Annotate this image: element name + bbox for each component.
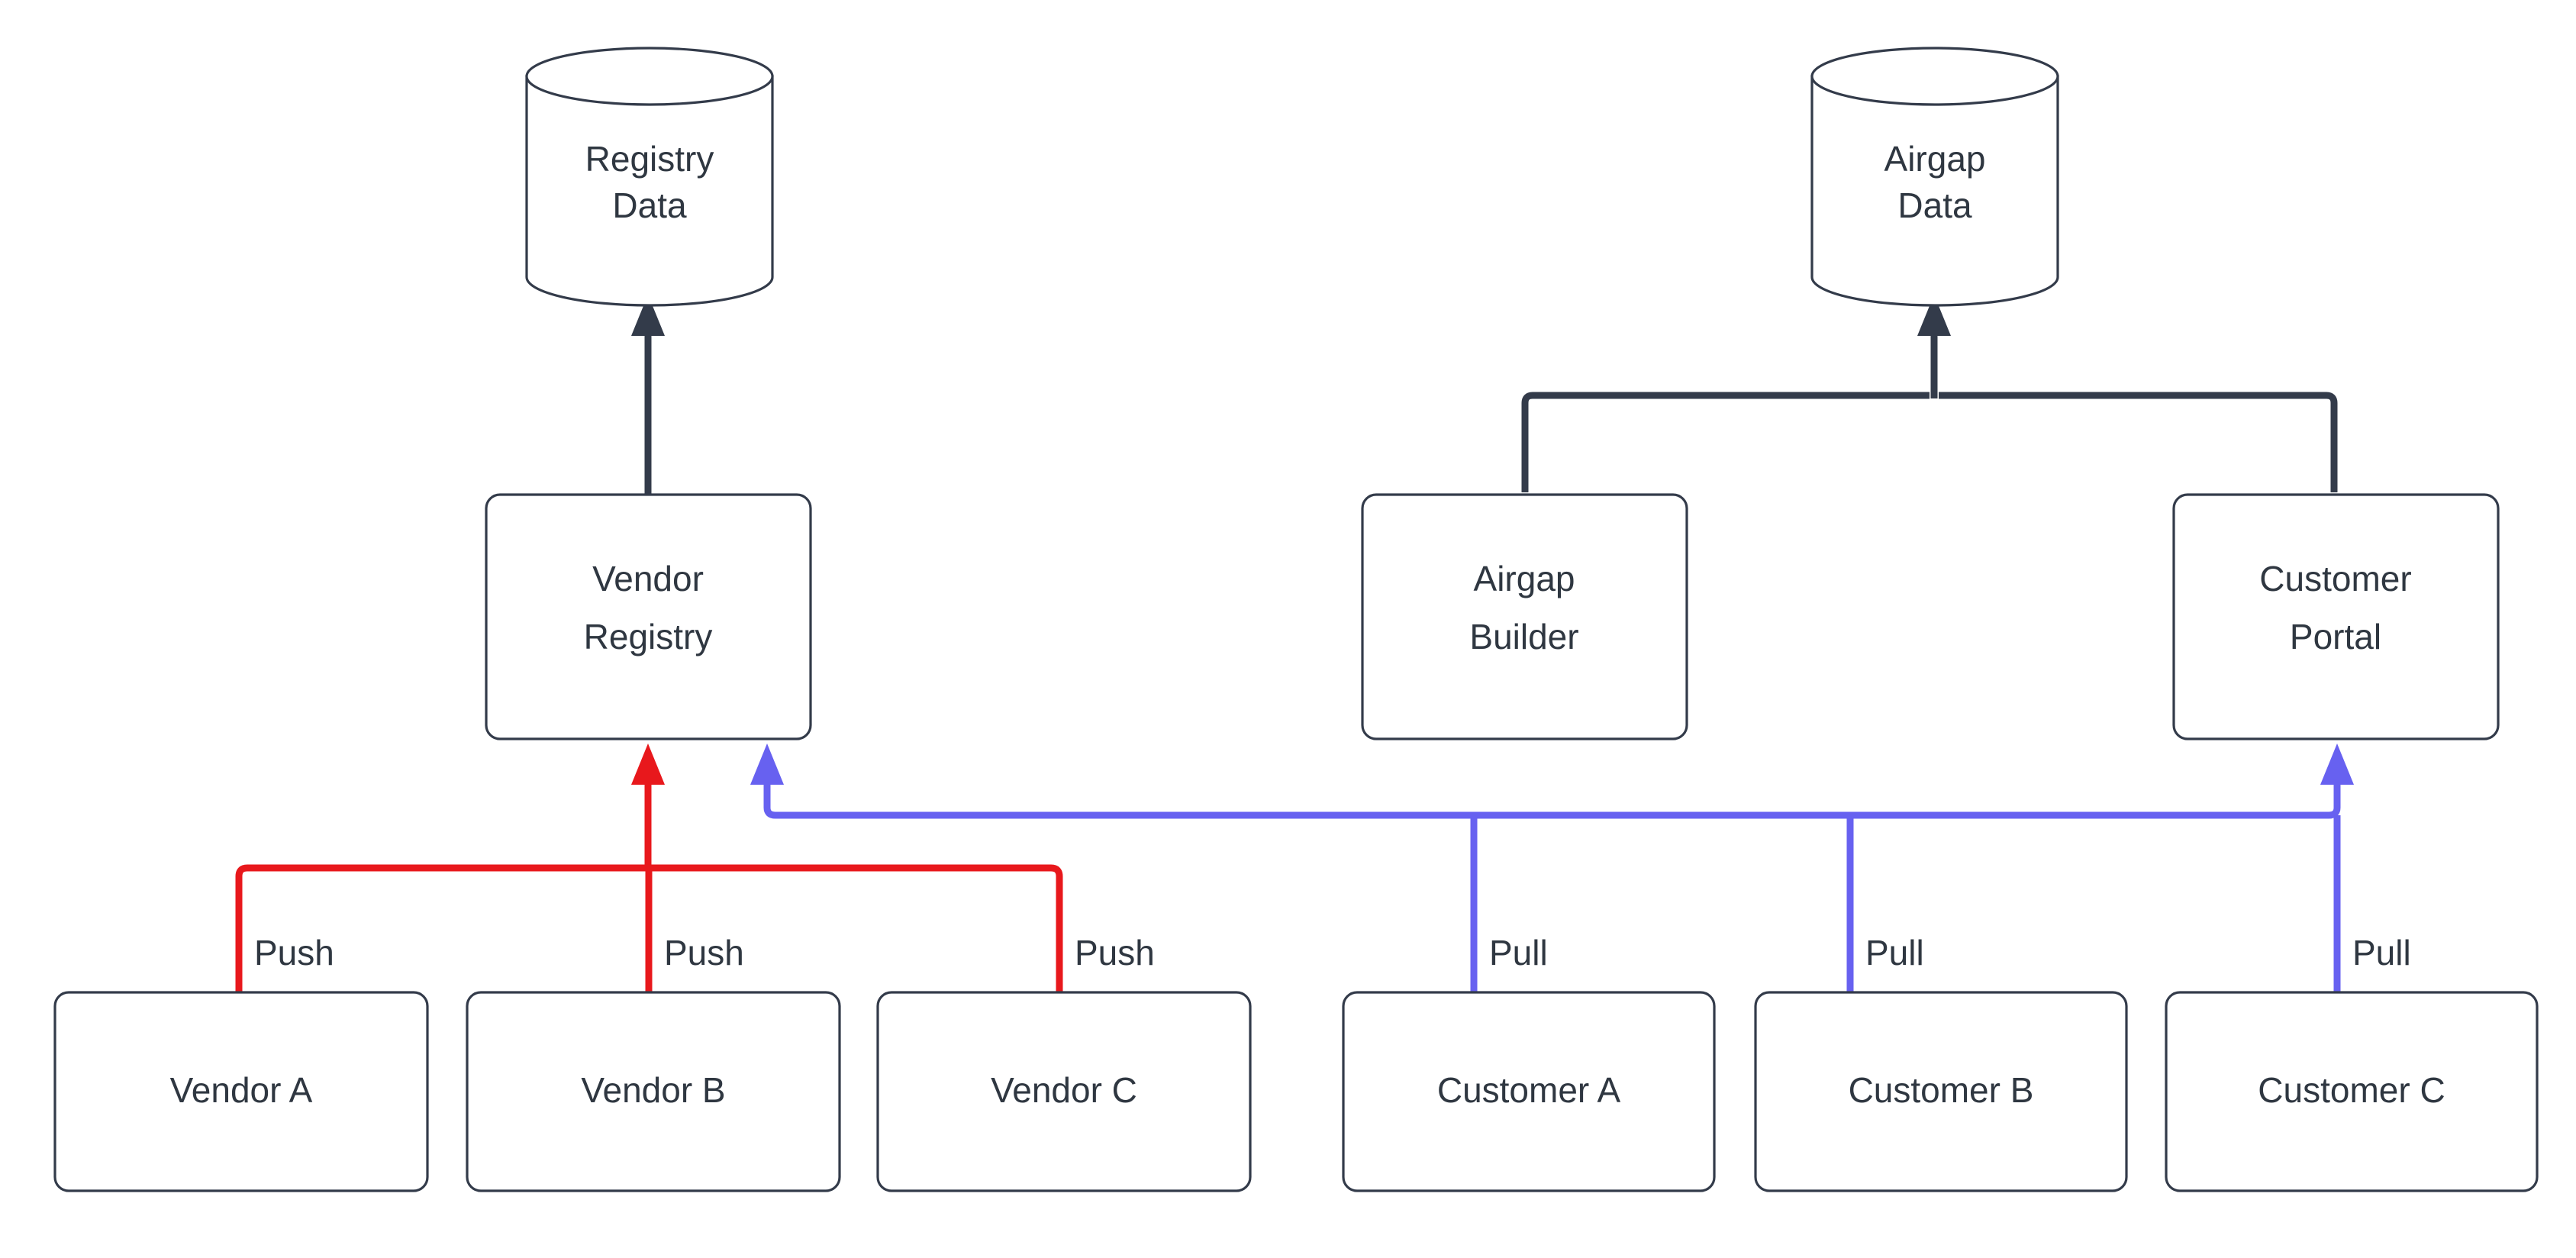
- edge-line: [1521, 392, 1930, 492]
- edge-label-pull-b: Pull: [1865, 933, 1924, 973]
- node-vendor-registry[interactable]: Vendor Registry: [485, 493, 812, 740]
- node-box: [466, 991, 841, 1192]
- node-box: [1361, 493, 1688, 740]
- edge-vendor-registry-to-registry-data: [631, 295, 665, 495]
- vendor-b-label: Vendor B: [581, 1070, 725, 1110]
- edge-pull-bus: [750, 744, 2354, 992]
- node-vendor-b[interactable]: Vendor B: [466, 991, 841, 1192]
- node-customer-c[interactable]: Customer C: [2165, 991, 2539, 1192]
- node-airgap-data[interactable]: Airgap Data: [1810, 47, 2059, 307]
- node-vendor-a[interactable]: Vendor A: [53, 991, 429, 1192]
- arrowhead-icon: [631, 744, 665, 785]
- node-vendor-c[interactable]: Vendor C: [876, 991, 1252, 1192]
- edge-airgap-data-riser: [1917, 295, 1951, 398]
- edge-label-pull-c: Pull: [2352, 933, 2411, 973]
- node-box: [485, 493, 812, 740]
- vendor-registry-label-line1: Vendor: [592, 559, 704, 598]
- edge-line: [1939, 392, 2338, 492]
- node-box: [1342, 991, 1716, 1192]
- edge-line: [763, 769, 2341, 819]
- airgap-data-label-line2: Data: [1897, 185, 1972, 225]
- airgap-data-label-line1: Airgap: [1884, 139, 1986, 179]
- edge-push-bus: [235, 744, 1063, 992]
- arrowhead-icon: [1917, 295, 1951, 336]
- node-box: [876, 991, 1252, 1192]
- customer-portal-label-line1: Customer: [2259, 559, 2411, 598]
- node-box: [1754, 991, 2128, 1192]
- vendor-a-label: Vendor A: [170, 1070, 313, 1110]
- vendor-c-label: Vendor C: [991, 1070, 1137, 1110]
- node-box: [53, 991, 429, 1192]
- arrowhead-icon: [631, 295, 665, 336]
- cylinder-top: [525, 47, 774, 106]
- node-airgap-builder[interactable]: Airgap Builder: [1361, 493, 1688, 740]
- node-box: [2172, 493, 2500, 740]
- edge-label-push-c: Push: [1075, 933, 1155, 973]
- edge-label-push-b: Push: [664, 933, 744, 973]
- registry-data-label-line1: Registry: [585, 139, 714, 179]
- customer-a-label: Customer A: [1437, 1070, 1621, 1110]
- airgap-builder-label-line1: Airgap: [1474, 559, 1575, 598]
- customer-b-label: Customer B: [1849, 1070, 2034, 1110]
- cylinder-top: [1810, 47, 2059, 106]
- node-registry-data[interactable]: Registry Data: [525, 47, 774, 307]
- edge-airgap-builder-to-airgap-data: [1521, 392, 1930, 492]
- node-customer-b[interactable]: Customer B: [1754, 991, 2128, 1192]
- vendor-registry-label-line2: Registry: [584, 617, 713, 656]
- node-box: [2165, 991, 2539, 1192]
- edge-label-pull-a: Pull: [1489, 933, 1548, 973]
- arrowhead-icon-customer-portal: [2320, 744, 2354, 785]
- registry-data-label-line2: Data: [612, 185, 687, 225]
- cylinder-body: [1810, 75, 2059, 307]
- customer-portal-label-line2: Portal: [2290, 617, 2381, 656]
- edge-customer-portal-to-airgap-data: [1939, 392, 2338, 492]
- node-customer-portal[interactable]: Customer Portal: [2172, 493, 2500, 740]
- node-customer-a[interactable]: Customer A: [1342, 991, 1716, 1192]
- customer-c-label: Customer C: [2258, 1070, 2445, 1110]
- airgap-builder-label-line2: Builder: [1469, 617, 1578, 656]
- edge-label-push-a: Push: [254, 933, 334, 973]
- cylinder-body: [525, 75, 774, 307]
- arrowhead-icon-vendor-registry: [750, 744, 784, 785]
